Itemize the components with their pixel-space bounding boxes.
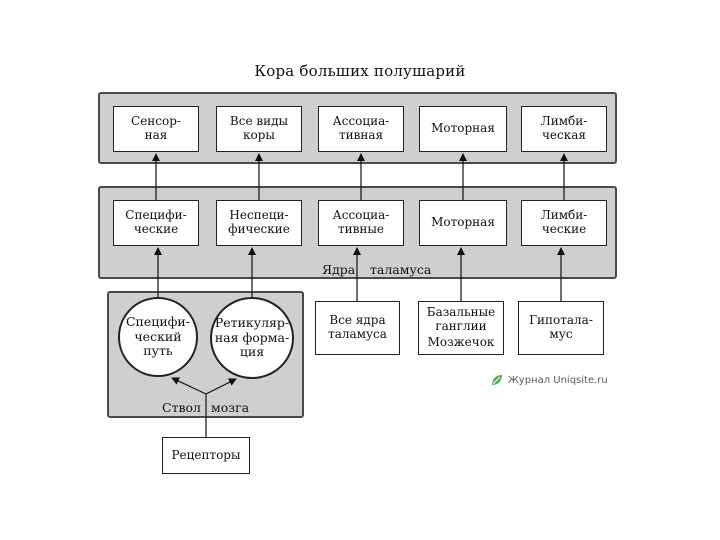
- all-thalamic-nuclei-box: Все ядра таламуса: [315, 301, 400, 355]
- brainstem-label-left: Ствол: [162, 400, 201, 415]
- brainstem-label-right: мозга: [211, 400, 250, 415]
- cortex-limbic-box: Лимби- ческая: [521, 106, 607, 152]
- cerebellum-label: Мозжечок: [427, 335, 495, 350]
- arrow-receptors-to-reticular: [205, 378, 237, 395]
- thalamus-motor-box: Моторная: [419, 200, 507, 246]
- thalamus-nonspecific-box: Неспеци- фические: [216, 200, 302, 246]
- cortex-sensory-box: Сенсор- ная: [113, 106, 199, 152]
- watermark: Журнал Uniqsite.ru: [490, 373, 608, 387]
- thalamus-specific-box: Специфи- ческие: [113, 200, 199, 246]
- watermark-text: Журнал Uniqsite.ru: [508, 374, 608, 386]
- basal-ganglia-cerebellum-box: Базальные ганглии Мозжечок: [418, 301, 504, 355]
- arrow-receptors-to-specific-path: [171, 377, 207, 395]
- cortex-all-types-box: Все виды коры: [216, 106, 302, 152]
- thalamus-limbic-box: Лимби- ческие: [521, 200, 607, 246]
- specific-path-circle: Специфи- ческий путь: [118, 297, 198, 377]
- reticular-formation-circle: Ретикуляр- ная форма- ция: [210, 297, 294, 379]
- receptors-box: Рецепторы: [162, 437, 250, 474]
- thalamus-label-left: Ядра: [322, 262, 356, 277]
- cortex-motor-box: Моторная: [419, 106, 507, 152]
- leaf-logo-icon: [492, 375, 502, 385]
- thalamus-label-right: таламуса: [370, 262, 432, 277]
- cortex-associative-box: Ассоциа- тивная: [318, 106, 404, 152]
- thalamus-associative-box: Ассоциа- тивные: [318, 200, 404, 246]
- hypothalamus-box: Гипотала- мус: [518, 301, 604, 355]
- diagram-title: Кора больших полушарий: [254, 62, 466, 80]
- basal-ganglia-label: Базальные ганглии: [426, 304, 496, 333]
